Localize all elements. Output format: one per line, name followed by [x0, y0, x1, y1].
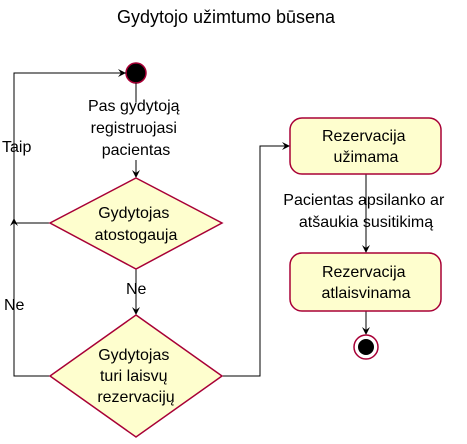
edge-freeslot-no-left	[13, 223, 50, 377]
register-line-2: registruojasi	[91, 120, 177, 137]
activity-released	[289, 252, 442, 312]
arrow-freeslot-yes	[282, 142, 290, 150]
arrow-loop-up	[10, 218, 18, 226]
register-label: Pas gydytoją registruojasi pacientas	[88, 98, 184, 159]
arrow-reserved-to-released	[362, 245, 370, 253]
end-node-core	[358, 339, 374, 355]
decision-free-slot	[48, 314, 224, 438]
activity-released-label: Rezervacija atlaisvinama	[322, 264, 411, 302]
decision-free-slot-label: Gydytojas turi laisvų rezervacijų	[97, 347, 174, 406]
released-line-2: atlaisvinama	[322, 285, 411, 302]
arrow-released-to-end	[362, 327, 370, 335]
freeslot-line-2: turi laisvų	[100, 368, 168, 385]
register-line-1: Pas gydytoją	[88, 98, 180, 115]
vacation-line-1: Gydytojas	[98, 205, 169, 222]
vacation-line-2: atostogauja	[95, 227, 178, 244]
register-line-3: pacientas	[102, 142, 171, 159]
reserved-line-1: Rezervacija	[322, 128, 406, 145]
end-node-ring	[353, 334, 379, 360]
arrow-register-to-vacation	[132, 170, 140, 178]
edge-freeslot-yes	[222, 145, 290, 377]
cancel-line-2: atšaukia susitikimą	[299, 214, 433, 231]
edge-label-yes: Taip	[2, 139, 31, 156]
freeslot-line-3: rezervacijų	[97, 389, 174, 406]
activity-reserved-label: Rezervacija užimama	[322, 128, 410, 166]
freeslot-line-1: Gydytojas	[98, 347, 169, 364]
cancel-label: Pacientas apsilanko ar atšaukia susitiki…	[283, 192, 448, 231]
decision-vacation-label: Gydytojas atostogauja	[95, 205, 178, 244]
diagram-title: Gydytojo užimtumo būsena	[117, 7, 336, 27]
edge-label-no-slot: Ne	[4, 297, 25, 314]
reserved-line-2: užimama	[334, 149, 399, 166]
start-node	[125, 62, 147, 84]
arrow-vacation-no	[132, 307, 140, 315]
edge-label-no-vacation: Ne	[126, 281, 147, 298]
arrow-loop-start	[118, 69, 126, 77]
activity-reserved	[289, 117, 442, 175]
decision-vacation	[48, 177, 224, 270]
edges	[10, 69, 370, 377]
released-line-1: Rezervacija	[322, 264, 406, 281]
cancel-line-1: Pacientas apsilanko ar	[283, 192, 445, 209]
edge-loop-up	[13, 72, 126, 223]
